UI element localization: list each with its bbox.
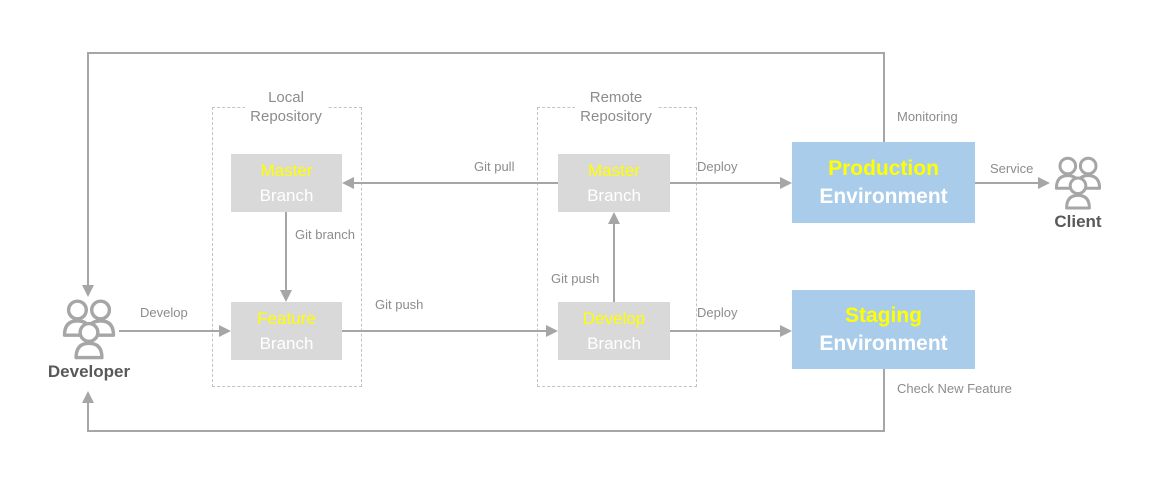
git-push-up-arrowhead [608, 212, 620, 224]
remote-master-branch-box: Master Branch [558, 154, 670, 212]
git-pull-arrowhead [342, 177, 354, 189]
git-push-horizontal-label: Git push [375, 297, 424, 312]
local-repository-title: Local Repository [212, 88, 360, 126]
local-master-branch-label1: Master [260, 161, 313, 180]
remote-repository-title: Remote Repository [537, 88, 695, 126]
client-label: Client [1054, 212, 1102, 231]
develop-label: Develop [140, 305, 188, 320]
staging-environment-label1: Staging [845, 303, 922, 327]
develop-branch-box: Develop Branch [558, 302, 670, 360]
local-repository-title-line2: Repository [245, 107, 327, 126]
production-environment-box: Production Environment [792, 142, 975, 223]
monitoring-line-left [87, 52, 89, 286]
git-pull-arrow-line [354, 182, 558, 184]
production-environment-label2: Environment [819, 184, 948, 208]
develop-arrowhead [219, 325, 231, 337]
local-repository-title-line1: Local [263, 88, 309, 107]
git-push-arrow-line [342, 330, 546, 332]
client-actor: Client [1042, 152, 1114, 232]
develop-branch-label1: Develop [582, 309, 646, 328]
git-pull-label: Git pull [474, 159, 515, 174]
git-branch-label: Git branch [295, 227, 355, 242]
service-label: Service [990, 161, 1034, 176]
monitoring-line-right [883, 52, 885, 142]
remote-repository-title-line1: Remote [584, 88, 648, 107]
git-push-arrowhead [546, 325, 558, 337]
deploy-bottom-arrow-line [670, 330, 780, 332]
service-arrowhead [1038, 177, 1050, 189]
check-feature-arrowhead [82, 391, 94, 403]
develop-arrow-line [119, 330, 219, 332]
check-feature-line-left [87, 402, 89, 432]
deploy-top-arrowhead [780, 177, 792, 189]
feature-branch-box: Feature Branch [231, 302, 342, 360]
deploy-top-arrow-line [670, 182, 780, 184]
remote-repository-title-line2: Repository [575, 107, 657, 126]
git-branch-arrowhead [280, 290, 292, 302]
develop-branch-label2: Branch [587, 334, 641, 353]
check-new-feature-label: Check New Feature [897, 381, 1012, 396]
developer-actor: Developer [47, 294, 131, 382]
production-environment-label1: Production [828, 156, 939, 180]
deploy-bottom-arrowhead [780, 325, 792, 337]
service-arrow-line [975, 182, 1038, 184]
remote-master-branch-label1: Master [588, 161, 640, 180]
deploy-bottom-label: Deploy [697, 305, 738, 320]
monitoring-label: Monitoring [897, 109, 958, 124]
local-master-branch-box: Master Branch [231, 154, 342, 212]
client-people-icon [1054, 156, 1102, 210]
feature-branch-label2: Branch [259, 334, 314, 353]
git-push-up-arrow-line [613, 224, 615, 302]
monitoring-arrowhead [82, 285, 94, 297]
feature-branch-label1: Feature [257, 309, 316, 328]
staging-environment-box: Staging Environment [792, 290, 975, 369]
remote-master-branch-label2: Branch [587, 186, 641, 205]
check-feature-line-bottom [88, 430, 885, 432]
git-push-vertical-label: Git push [551, 271, 600, 286]
git-branch-arrow-line [285, 212, 287, 290]
check-feature-line-right [883, 368, 885, 432]
developer-people-icon [62, 299, 116, 360]
deploy-top-label: Deploy [697, 159, 738, 174]
developer-label: Developer [47, 362, 131, 381]
staging-environment-label2: Environment [819, 331, 948, 355]
local-master-branch-label2: Branch [259, 186, 314, 205]
monitoring-line-top [88, 52, 885, 54]
